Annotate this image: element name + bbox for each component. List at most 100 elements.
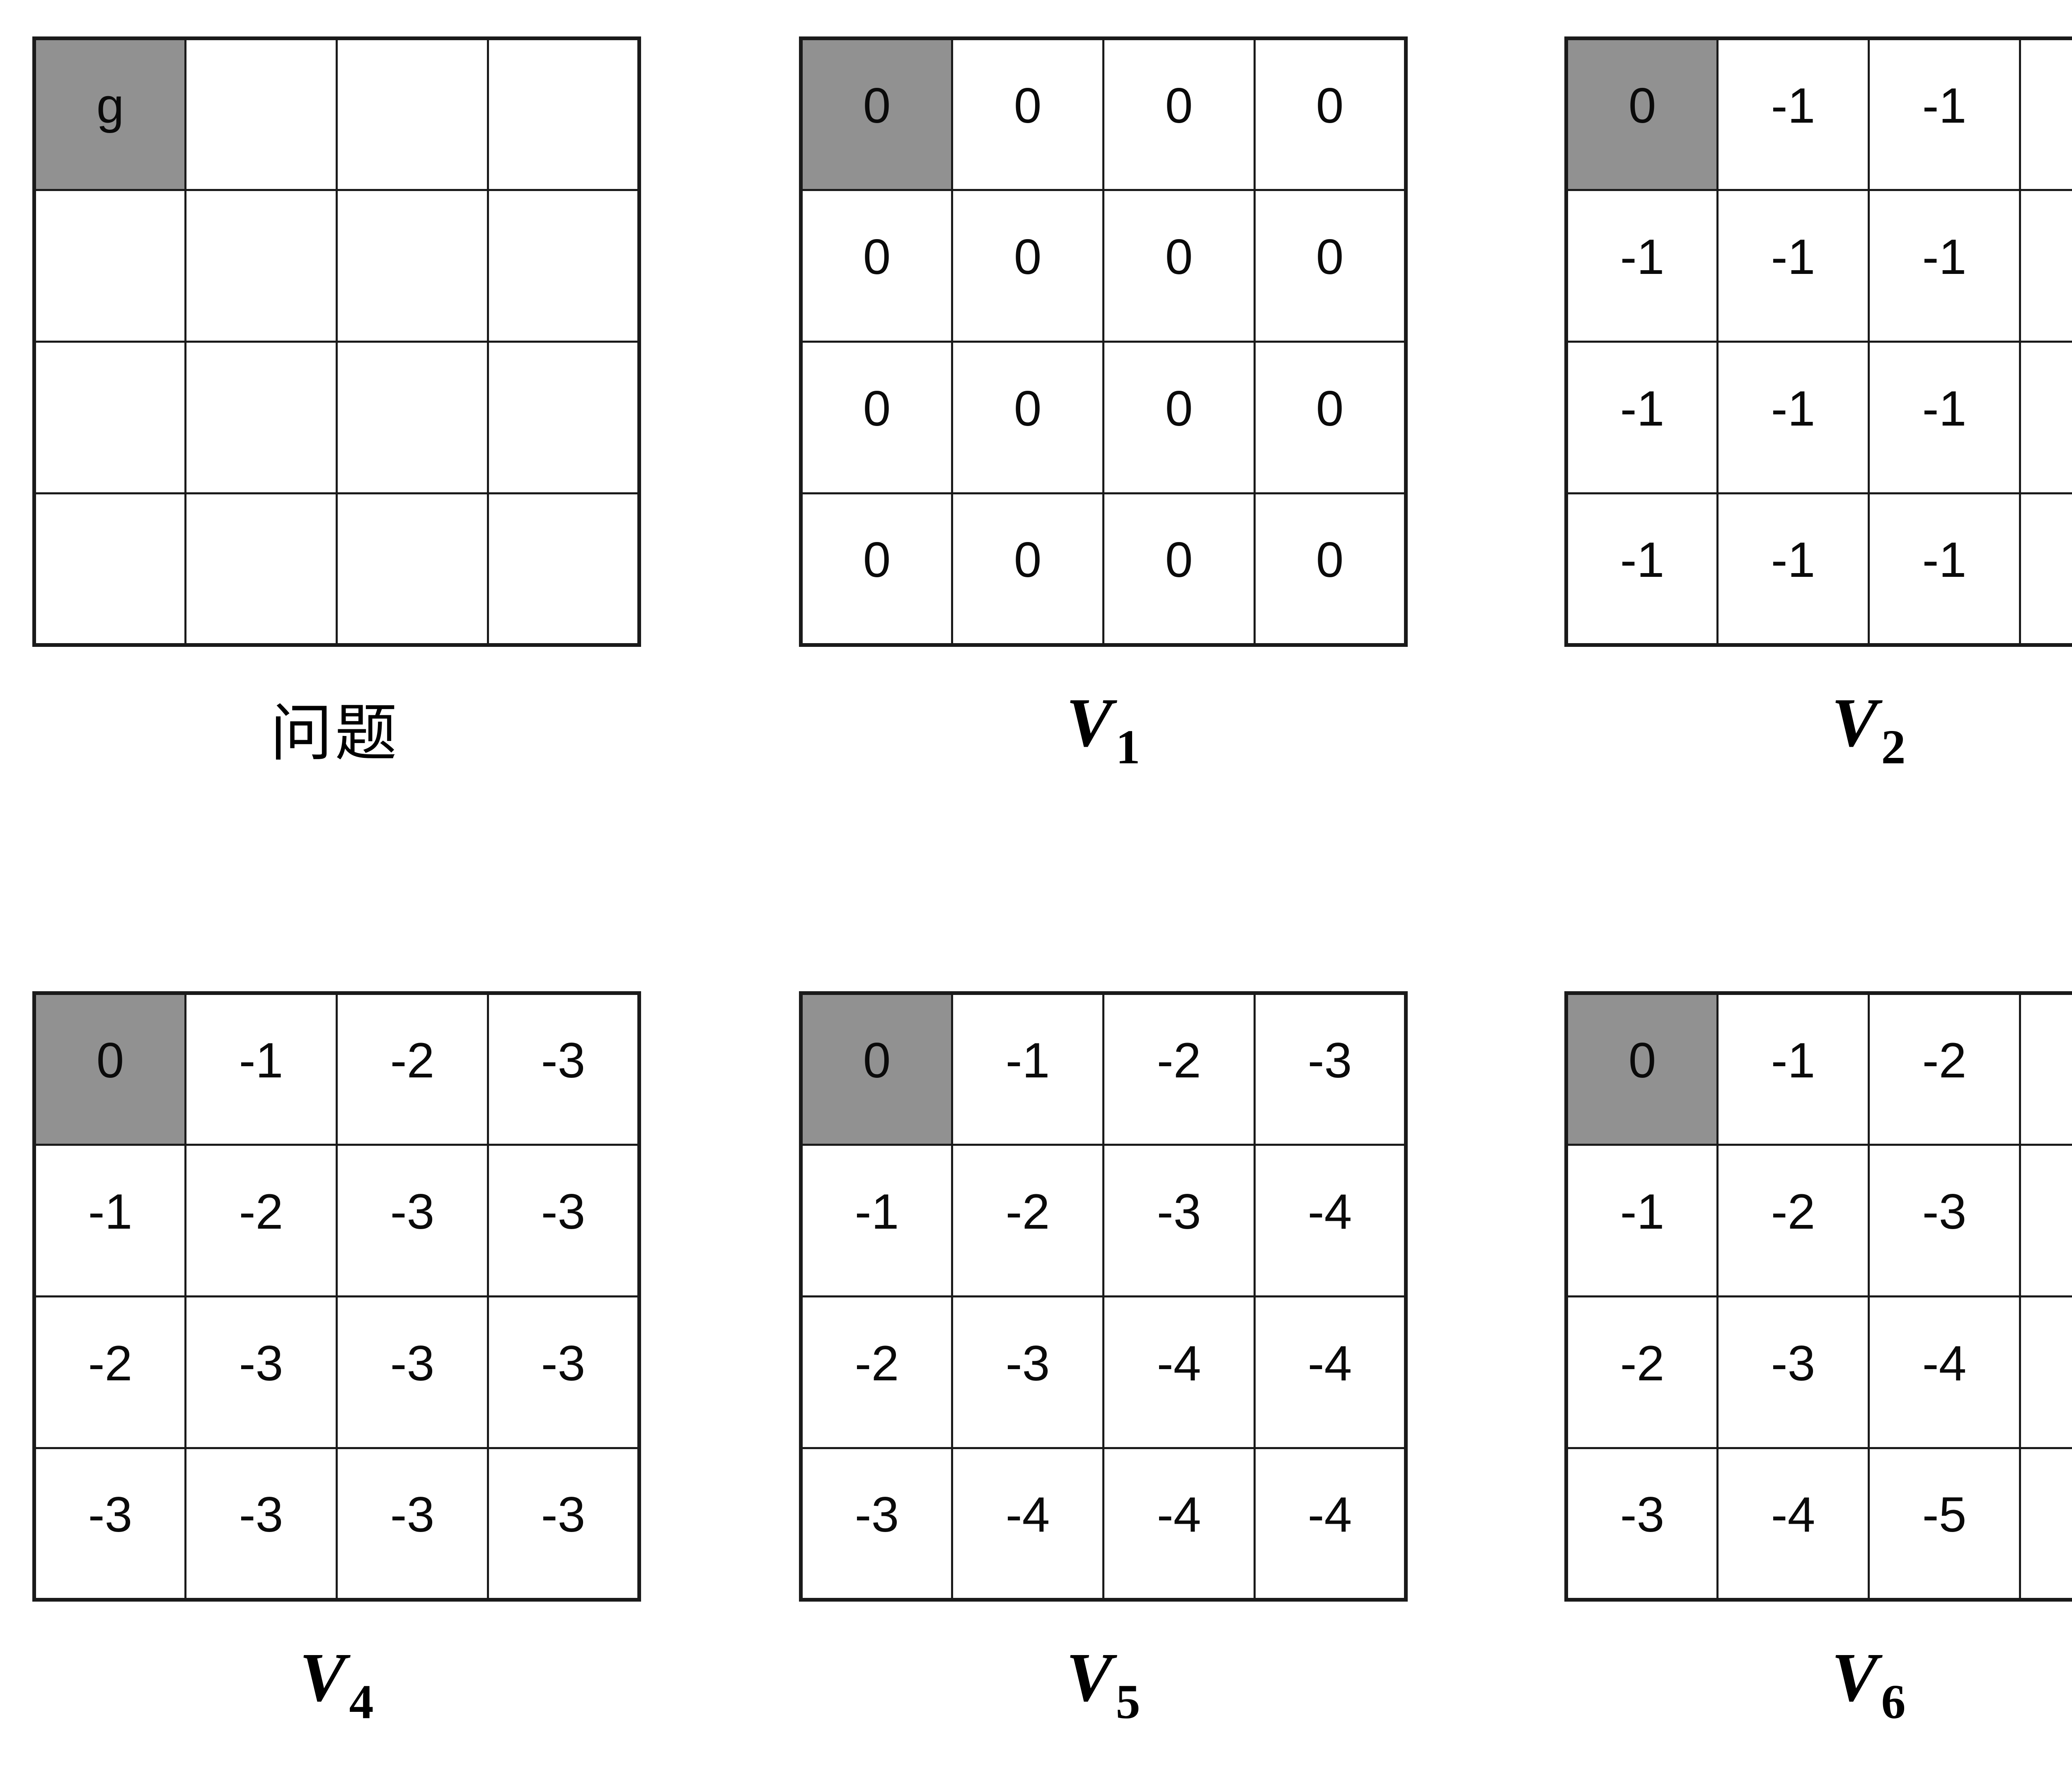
grid-cell[interactable]: -1: [1868, 492, 2021, 646]
grid-cell[interactable]: -3: [184, 1447, 338, 1601]
grid-cell[interactable]: -2: [1868, 992, 2021, 1146]
grid-cell[interactable]: -1: [1716, 341, 1870, 494]
grid-cell[interactable]: [336, 341, 489, 494]
grid-cell[interactable]: -5: [2019, 1295, 2072, 1449]
grid-cell[interactable]: 0: [1254, 492, 1407, 646]
grid-cell[interactable]: [184, 37, 338, 191]
grid-cell[interactable]: 0: [951, 341, 1104, 494]
grid-cell-start[interactable]: 0: [800, 992, 953, 1146]
grid-cell[interactable]: -2: [800, 1295, 953, 1449]
grid-cell[interactable]: [184, 492, 338, 646]
grid-cell[interactable]: [487, 492, 640, 646]
grid-cell[interactable]: -1: [184, 992, 338, 1146]
grid-cell[interactable]: -3: [336, 1447, 489, 1601]
caption-label: 问题: [270, 699, 399, 768]
grid-cell[interactable]: -4: [1868, 1295, 2021, 1449]
grid-cell[interactable]: -1: [1868, 37, 2021, 191]
grid-cell[interactable]: -2: [1716, 1144, 1870, 1297]
grid-cell[interactable]: 0: [800, 341, 953, 494]
grid-cell[interactable]: -4: [2019, 1144, 2072, 1297]
grid-cell[interactable]: 0: [1102, 492, 1256, 646]
grid-cell[interactable]: [336, 37, 489, 191]
grid-cell[interactable]: [487, 37, 640, 191]
grid-cell[interactable]: [184, 189, 338, 343]
grid-cell[interactable]: -2: [33, 1295, 186, 1449]
grid-cell[interactable]: -1: [951, 992, 1104, 1146]
grid-cell[interactable]: [33, 189, 186, 343]
grid-cell-start[interactable]: 0: [1565, 992, 1719, 1146]
grid-cell[interactable]: -3: [487, 1295, 640, 1449]
grid-cell[interactable]: 0: [951, 189, 1104, 343]
grid-cell[interactable]: -1: [1565, 492, 1719, 646]
grid-cell-start[interactable]: 0: [33, 992, 186, 1146]
grid-cell[interactable]: -3: [184, 1295, 338, 1449]
grid-cell[interactable]: -3: [336, 1295, 489, 1449]
grid-cell[interactable]: [336, 189, 489, 343]
grid-cell[interactable]: -3: [33, 1447, 186, 1601]
grid-cell[interactable]: -1: [33, 1144, 186, 1297]
grid-cell[interactable]: -1: [1868, 341, 2021, 494]
grid-cell-start[interactable]: 0: [1565, 37, 1719, 191]
grid-cell[interactable]: [33, 492, 186, 646]
grid-cell[interactable]: -1: [1565, 189, 1719, 343]
grid-cell[interactable]: -2: [951, 1144, 1104, 1297]
grid-cell[interactable]: -3: [487, 1447, 640, 1601]
grid-cell[interactable]: 0: [1102, 189, 1256, 343]
grid-cell[interactable]: -3: [336, 1144, 489, 1297]
grid-cell[interactable]: -4: [1102, 1295, 1256, 1449]
grid-cell[interactable]: -3: [1102, 1144, 1256, 1297]
grid-cell[interactable]: -3: [951, 1295, 1104, 1449]
grid-cell[interactable]: -3: [2019, 992, 2072, 1146]
grid-cell[interactable]: -3: [800, 1447, 953, 1601]
grid-cell[interactable]: -3: [1868, 1144, 2021, 1297]
grid-cell[interactable]: 0: [1254, 189, 1407, 343]
grid-cell[interactable]: 0: [1102, 37, 1256, 191]
grid-cell-start[interactable]: g: [33, 37, 186, 191]
grid-cell[interactable]: -1: [1565, 1144, 1719, 1297]
grid-cell[interactable]: 0: [1254, 37, 1407, 191]
grid-cell[interactable]: -1: [1716, 992, 1870, 1146]
grid-cell[interactable]: -4: [1102, 1447, 1256, 1601]
grid-cell[interactable]: -4: [951, 1447, 1104, 1601]
grid-cell[interactable]: -4: [1254, 1144, 1407, 1297]
grid-cell[interactable]: -1: [2019, 492, 2072, 646]
grid-cell[interactable]: -1: [800, 1144, 953, 1297]
grid-cell[interactable]: -3: [1716, 1295, 1870, 1449]
grid-cell[interactable]: -3: [487, 1144, 640, 1297]
grid-cell[interactable]: -2: [184, 1144, 338, 1297]
grid-cell[interactable]: -1: [1716, 37, 1870, 191]
grid-cell[interactable]: 0: [800, 189, 953, 343]
grid-cell[interactable]: [487, 341, 640, 494]
cell-value: -4: [1922, 1335, 1967, 1391]
grid-cell[interactable]: 0: [1102, 341, 1256, 494]
grid-cell[interactable]: [336, 492, 489, 646]
grid-cell[interactable]: -4: [1254, 1295, 1407, 1449]
grid-cell[interactable]: -1: [2019, 341, 2072, 494]
grid-cell[interactable]: -5: [1868, 1447, 2021, 1601]
grid-row: [33, 341, 640, 494]
grid-cell[interactable]: -1: [1565, 341, 1719, 494]
grid-cell[interactable]: -1: [1716, 189, 1870, 343]
grid-cell[interactable]: -2: [1565, 1295, 1719, 1449]
grid-cell[interactable]: -4: [1716, 1447, 1870, 1601]
grid-cell[interactable]: -5: [2019, 1447, 2072, 1601]
grid-cell[interactable]: -1: [1868, 189, 2021, 343]
grid-cell[interactable]: 0: [951, 37, 1104, 191]
grid-cell[interactable]: -3: [1254, 992, 1407, 1146]
grid-cell[interactable]: -3: [1565, 1447, 1719, 1601]
grid-cell[interactable]: 0: [1254, 341, 1407, 494]
caption-symbol: V: [1066, 684, 1113, 761]
grid-cell[interactable]: 0: [800, 492, 953, 646]
grid-cell[interactable]: -2: [1102, 992, 1256, 1146]
grid-cell[interactable]: -1: [1716, 492, 1870, 646]
grid-cell[interactable]: [33, 341, 186, 494]
grid-cell[interactable]: -2: [336, 992, 489, 1146]
grid-cell[interactable]: [184, 341, 338, 494]
grid-cell-start[interactable]: 0: [800, 37, 953, 191]
grid-cell[interactable]: 0: [951, 492, 1104, 646]
grid-cell[interactable]: -4: [1254, 1447, 1407, 1601]
grid-cell[interactable]: -3: [487, 992, 640, 1146]
grid-cell[interactable]: [487, 189, 640, 343]
grid-cell[interactable]: -1: [2019, 37, 2072, 191]
grid-cell[interactable]: -1: [2019, 189, 2072, 343]
